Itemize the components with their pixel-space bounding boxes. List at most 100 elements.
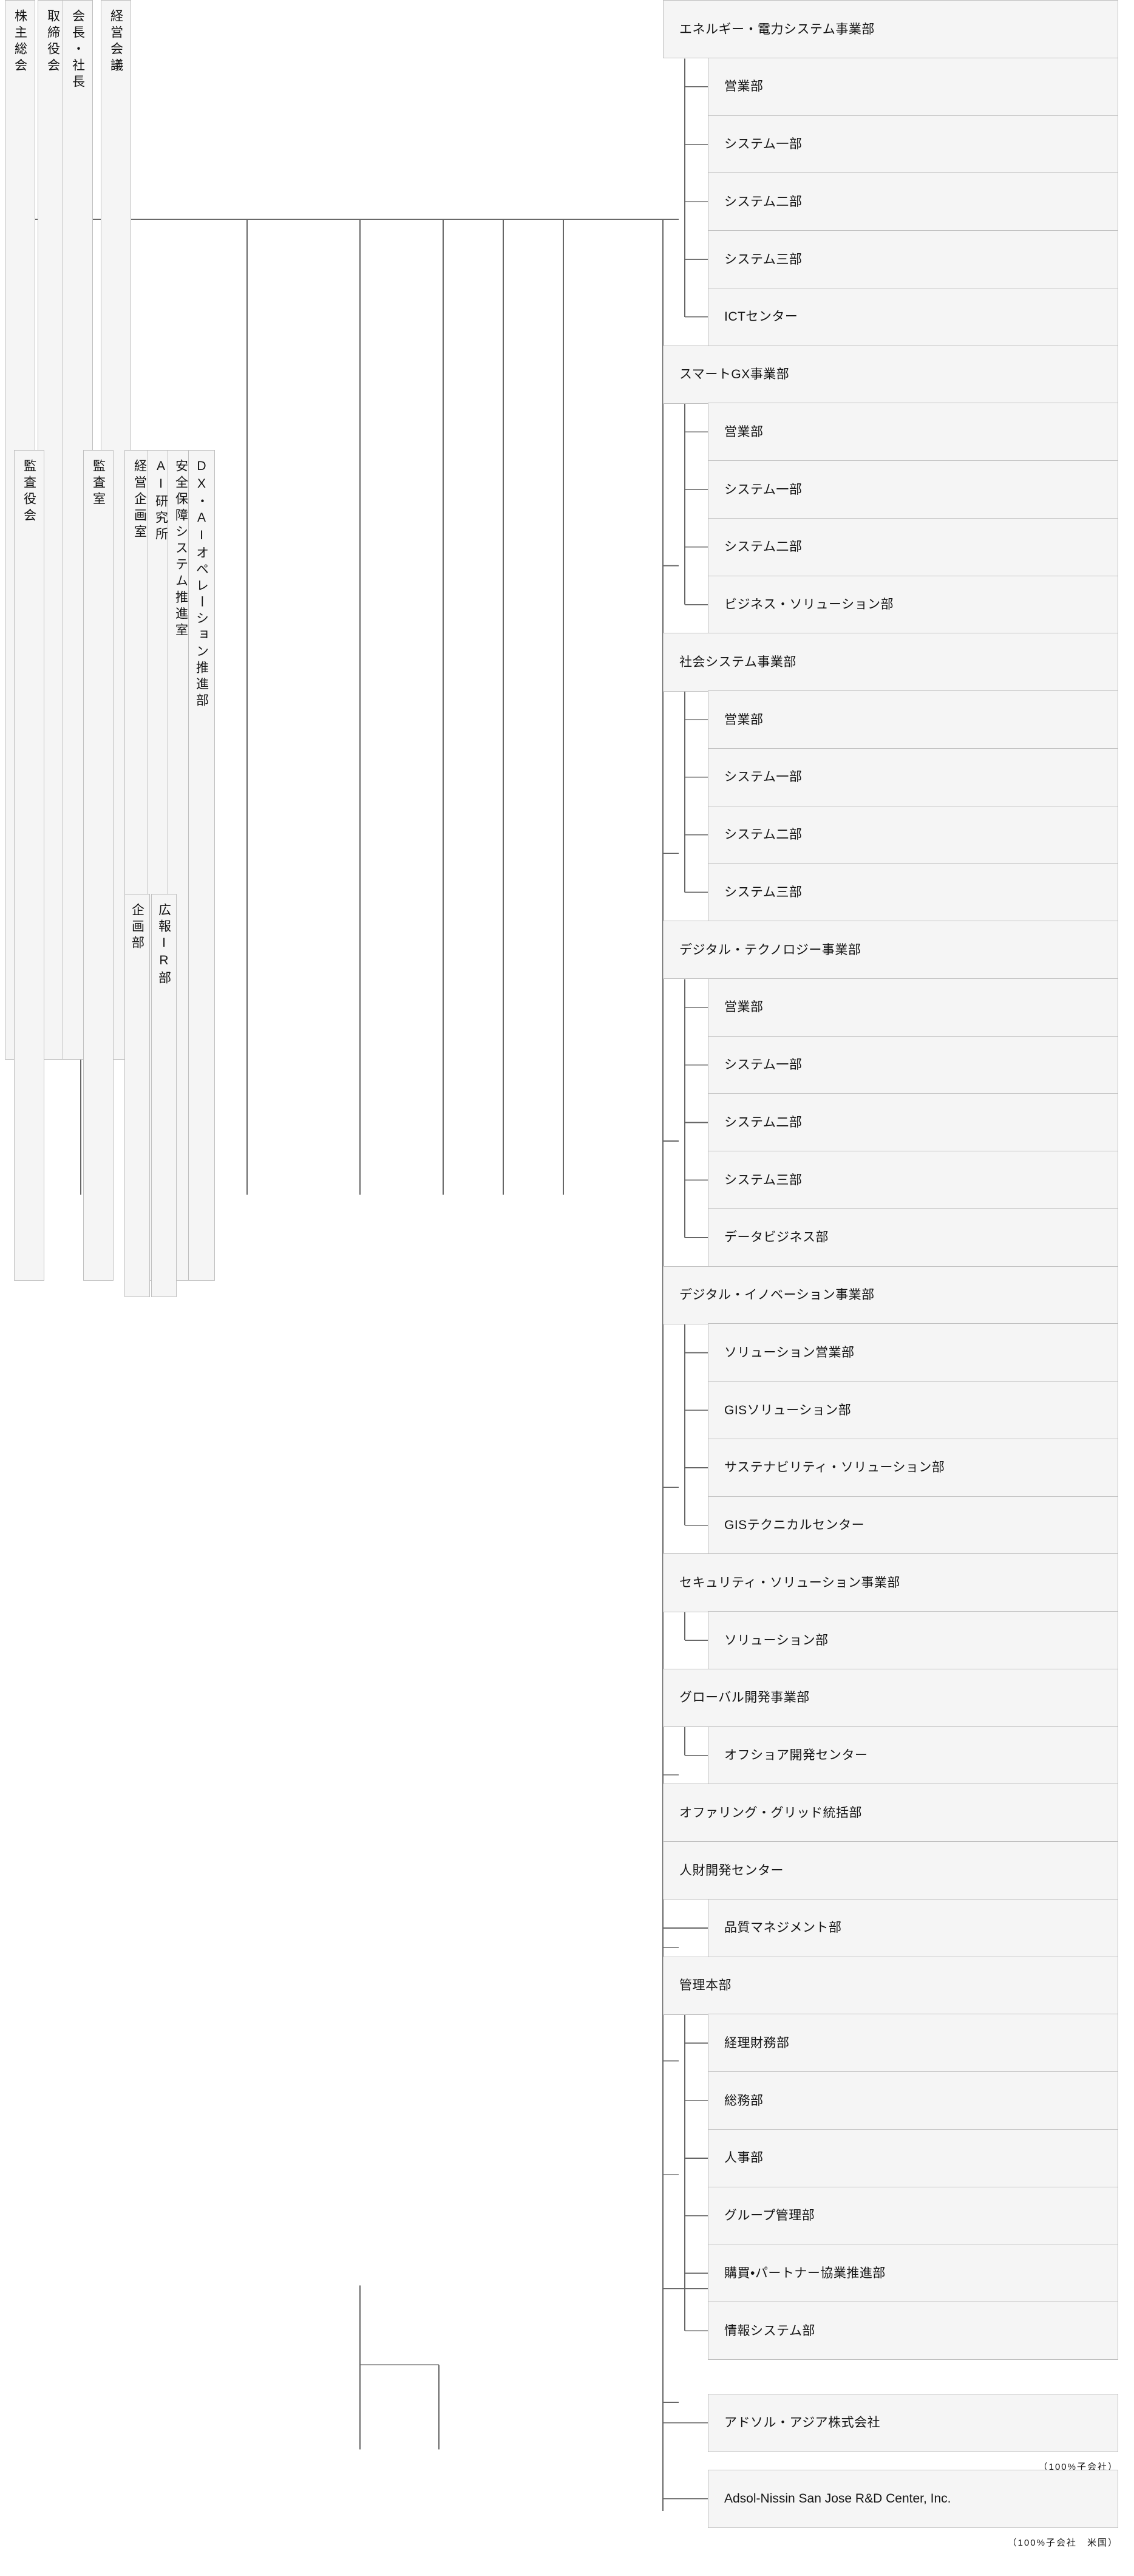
node-label: サステナビリティ・ソリューション部 — [724, 1460, 945, 1475]
node-label: 管理本部 — [679, 1978, 732, 1993]
node-label: 監査役会 — [22, 459, 36, 525]
node-pr-ir-dept[interactable]: 広報IR部 — [151, 894, 177, 1297]
node-label: システム三部 — [724, 1173, 803, 1187]
node-label: 総務部 — [724, 2093, 764, 2108]
node-solution-sales-dept[interactable]: ソリューション営業部 — [708, 1323, 1118, 1382]
node-label: データビジネス部 — [724, 1230, 829, 1245]
node-label: ソリューション部 — [724, 1633, 829, 1647]
node-label: 監査室 — [91, 459, 106, 509]
node-offering-grid-division[interactable]: オファリング・グリッド統括部 — [663, 1784, 1118, 1842]
node-label: ビジネス・ソリューション部 — [724, 598, 894, 612]
node-label: DX・AIオペレーション推進部 — [194, 459, 209, 710]
node-information-system-dept[interactable]: 情報システム部 — [708, 2302, 1118, 2360]
node-quality-management-dept[interactable]: 品質マネジメント部 — [708, 1898, 1118, 1958]
node-energy-power-system-division[interactable]: エネルギー・電力システム事業部 — [663, 0, 1118, 59]
node-label: エネルギー・電力システム事業部 — [679, 22, 875, 36]
node-sales-dept-gx[interactable]: 営業部 — [708, 403, 1118, 462]
node-solution-dept-security[interactable]: ソリューション部 — [708, 1611, 1118, 1670]
node-system-dept-1-energy[interactable]: システム一部 — [708, 115, 1118, 174]
node-accounting-finance-dept[interactable]: 経理財務部 — [708, 2014, 1118, 2073]
node-label: オフショア開発センター — [724, 1748, 868, 1763]
node-system-dept-1-gx[interactable]: システム一部 — [708, 460, 1118, 519]
node-label: 営業部 — [724, 712, 764, 727]
node-label: 株主総会 — [13, 9, 27, 75]
node-label: システム一部 — [724, 770, 803, 785]
node-data-business-dept[interactable]: データビジネス部 — [708, 1208, 1118, 1267]
node-gis-solution-dept[interactable]: GISソリューション部 — [708, 1381, 1118, 1440]
node-label: 営業部 — [724, 80, 764, 94]
node-label: ソリューション営業部 — [724, 1345, 855, 1360]
subsidiary-ownership-note: （100%子会社 米国） — [1007, 2538, 1118, 2549]
node-label: システム一部 — [724, 137, 803, 152]
node-sales-dept-social[interactable]: 営業部 — [708, 690, 1118, 749]
node-label: システム一部 — [724, 482, 803, 497]
node-label: システム二部 — [724, 828, 803, 842]
node-social-system-division[interactable]: 社会システム事業部 — [663, 633, 1118, 692]
node-label: 品質マネジメント部 — [724, 1921, 842, 1935]
node-label: グローバル開発事業部 — [679, 1691, 810, 1705]
node-system-dept-2-gx[interactable]: システム二部 — [708, 517, 1118, 577]
node-human-resource-development-center[interactable]: 人財開発センター — [663, 1841, 1118, 1900]
node-label: アドソル・アジア株式会社 — [724, 2416, 881, 2430]
node-system-dept-2-energy[interactable]: システム二部 — [708, 172, 1118, 231]
node-label: システム二部 — [724, 194, 803, 209]
node-label: GISテクニカルセンター — [724, 1518, 865, 1533]
node-sustainability-solution-dept[interactable]: サステナビリティ・ソリューション部 — [708, 1438, 1118, 1498]
node-system-dept-3-dt[interactable]: システム三部 — [708, 1151, 1118, 1210]
node-planning-dept[interactable]: 企画部 — [124, 894, 150, 1297]
node-group-management-dept[interactable]: グループ管理部 — [708, 2186, 1118, 2245]
node-system-dept-3-energy[interactable]: システム三部 — [708, 230, 1118, 289]
node-label: 情報システム部 — [724, 2323, 815, 2338]
node-label: セキュリティ・ソリューション事業部 — [679, 1575, 900, 1590]
node-system-dept-2-social[interactable]: システム二部 — [708, 805, 1118, 864]
node-offshore-development-center[interactable]: オフショア開発センター — [708, 1726, 1118, 1785]
node-administration-headquarters[interactable]: 管理本部 — [663, 1956, 1118, 2015]
node-adsol-nissin-san-jose[interactable]: Adsol-Nissin San Jose R&D Center, Inc. — [708, 2469, 1118, 2529]
node-label: 経理財務部 — [724, 2036, 790, 2050]
node-ict-center[interactable]: ICTセンター — [708, 287, 1118, 347]
node-label: デジタル・テクノロジー事業部 — [679, 942, 861, 957]
node-label: 経営企画室 — [132, 459, 147, 542]
node-label: システム三部 — [724, 252, 803, 267]
node-label: システム三部 — [724, 885, 803, 899]
node-label: 企画部 — [130, 903, 144, 953]
node-audit-board[interactable]: 監査役会 — [14, 450, 44, 1281]
node-label: AI研究所 — [154, 459, 168, 544]
node-label: Adsol-Nissin San Jose R&D Center, Inc. — [724, 2492, 951, 2506]
node-label: 営業部 — [724, 424, 764, 439]
node-label: システム二部 — [724, 540, 803, 554]
node-label: 営業部 — [724, 1000, 764, 1015]
node-label: ICTセンター — [724, 310, 798, 324]
node-digital-technology-division[interactable]: デジタル・テクノロジー事業部 — [663, 921, 1118, 980]
node-adsol-asia[interactable]: アドソル・アジア株式会社 — [708, 2393, 1118, 2452]
node-security-solution-division[interactable]: セキュリティ・ソリューション事業部 — [663, 1553, 1118, 1612]
node-label: システム二部 — [724, 1115, 803, 1130]
node-digital-innovation-division[interactable]: デジタル・イノベーション事業部 — [663, 1266, 1118, 1324]
node-system-dept-2-dt[interactable]: システム二部 — [708, 1093, 1118, 1152]
node-label: グループ管理部 — [724, 2209, 815, 2223]
node-business-solution-dept[interactable]: ビジネス・ソリューション部 — [708, 575, 1118, 634]
node-audit-office[interactable]: 監査室 — [83, 450, 114, 1281]
node-label: 人財開発センター — [679, 1863, 784, 1878]
node-gis-technical-center[interactable]: GISテクニカルセンター — [708, 1496, 1118, 1555]
node-dx-ai-operations-dept[interactable]: DX・AIオペレーション推進部 — [188, 450, 215, 1281]
node-general-affairs-dept[interactable]: 総務部 — [708, 2071, 1118, 2130]
node-label: 購買•パートナー協業推進部 — [724, 2266, 886, 2280]
node-label: 会長・社長 — [70, 9, 85, 91]
node-label: オファリング・グリッド統括部 — [679, 1805, 862, 1820]
node-sales-dept-energy[interactable]: 営業部 — [708, 57, 1118, 117]
node-system-dept-1-social[interactable]: システム一部 — [708, 748, 1118, 807]
node-label: スマートGX事業部 — [679, 367, 790, 382]
node-smart-gx-division[interactable]: スマートGX事業部 — [663, 345, 1118, 404]
node-global-development-division[interactable]: グローバル開発事業部 — [663, 1668, 1118, 1728]
node-label: GISソリューション部 — [724, 1403, 852, 1417]
node-human-resources-dept[interactable]: 人事部 — [708, 2128, 1118, 2188]
node-procurement-partner-dept[interactable]: 購買•パートナー協業推進部 — [708, 2244, 1118, 2303]
node-system-dept-1-dt[interactable]: システム一部 — [708, 1035, 1118, 1094]
node-sales-dept-dt[interactable]: 営業部 — [708, 978, 1118, 1037]
node-label: 社会システム事業部 — [679, 655, 796, 669]
node-label: 広報IR部 — [157, 903, 171, 988]
node-label: 経営会議 — [109, 9, 123, 75]
node-system-dept-3-social[interactable]: システム三部 — [708, 863, 1118, 922]
